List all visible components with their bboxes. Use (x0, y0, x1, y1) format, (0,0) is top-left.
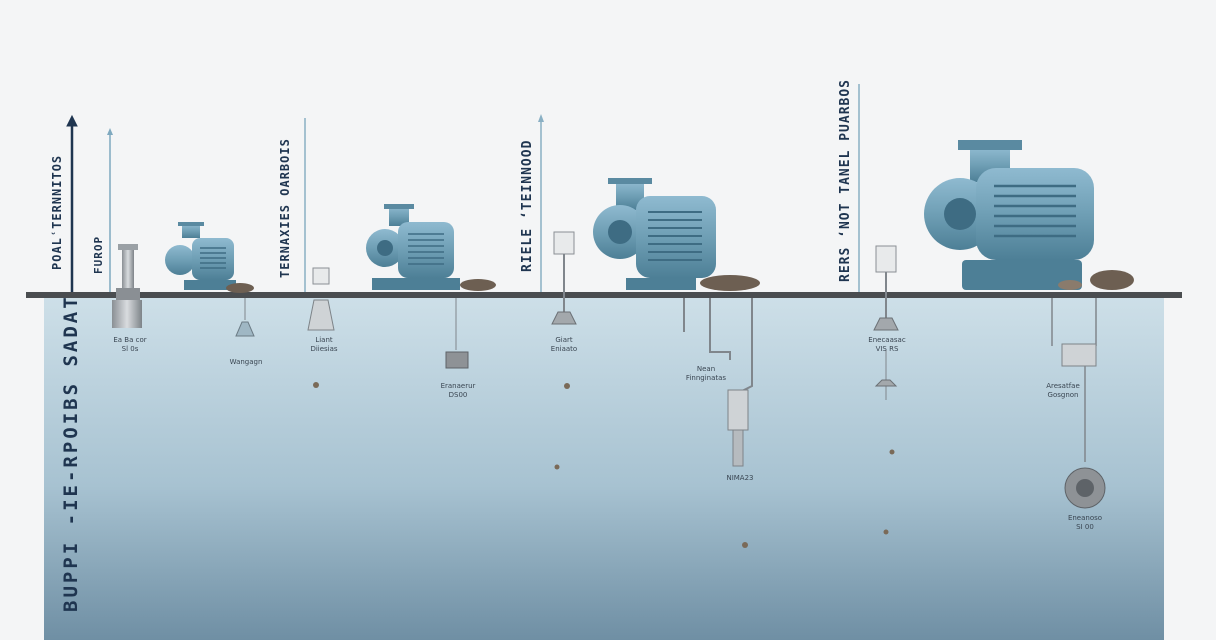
valve-1 (112, 244, 142, 328)
equip-label-5: Giart Eniaato (550, 336, 578, 353)
rocks (226, 270, 1134, 293)
equip-label-9: Aresatfae Gosgnon (1046, 382, 1080, 399)
equip-label-3: Liant Diiesias (310, 336, 338, 353)
label-riele-teinnood: RIELE ʻTEINNOOD (520, 139, 535, 272)
height-arrows (66, 84, 860, 292)
equip-label-7: NIMA23 (726, 474, 754, 482)
equip-label-8: Enecaasac VIS RS (868, 336, 906, 353)
label-ternaxies-oarbois: TERNAXIES OARBOIS (278, 138, 292, 278)
water-body (44, 298, 1164, 640)
pump-1 (165, 222, 236, 290)
label-furop: FUROP (92, 235, 105, 274)
equip-label-4: Eranaerur DS00 (440, 382, 476, 399)
equip-label-6: Nean Finnginatas (685, 365, 727, 382)
ground-line (26, 292, 1182, 298)
equip-label-10: Eneanoso SI 00 (1067, 514, 1103, 531)
pump-4 (924, 140, 1094, 290)
pump-3 (593, 178, 716, 290)
water-title-label: BUPPI -IE-RPOIBS SADAT (60, 294, 82, 612)
label-poal-ternnitos: POALʿTERNNITOS (50, 154, 64, 270)
underwater-equipment (235, 231, 1106, 509)
equip-label-2: Wangagn (229, 358, 263, 366)
pump-2 (366, 204, 460, 290)
equip-label-1: Ea Ba cor Sl 0s (113, 336, 147, 353)
label-rers-not-tanel-puarbos: RERS ʻNOT TANEL PUARBOS (838, 78, 853, 282)
particles (313, 382, 895, 548)
